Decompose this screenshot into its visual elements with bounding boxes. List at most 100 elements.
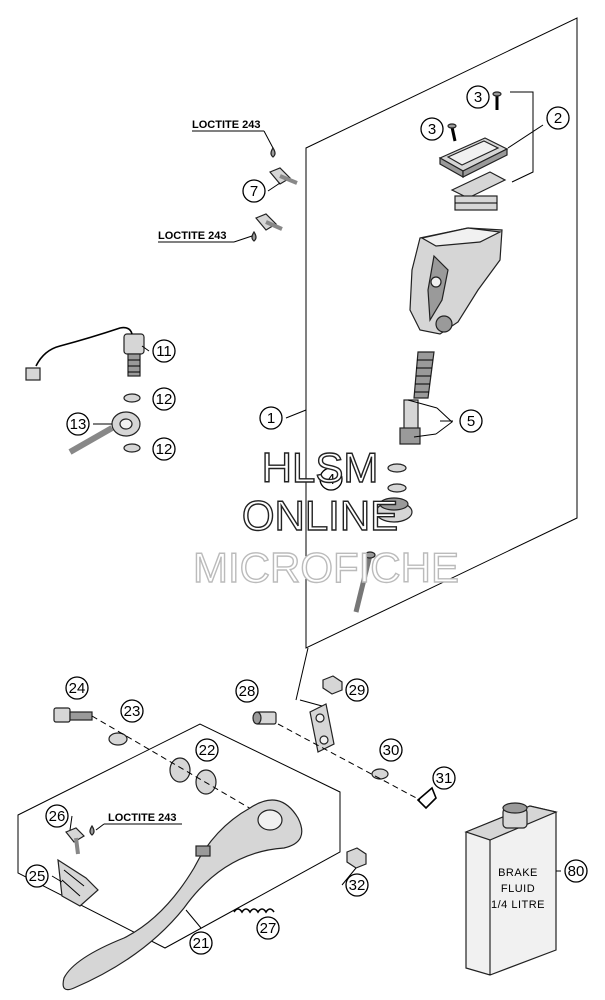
brake-fluid-bottle [464, 802, 558, 976]
callout-c3b: 3 [420, 117, 444, 141]
bolt-7b [255, 213, 283, 231]
callout-number: 12 [156, 441, 173, 458]
callout-c23: 23 [120, 699, 144, 723]
callout-c12a: 12 [152, 387, 176, 411]
loctite-drop-3 [89, 824, 95, 836]
washer-23 [108, 732, 128, 746]
callout-number: 80 [568, 863, 585, 880]
circlip-4 [387, 463, 407, 493]
callout-c2: 2 [546, 106, 570, 130]
callout-c7: 7 [242, 179, 266, 203]
footpeg-tip-25 [57, 858, 99, 907]
callout-number: 1 [267, 410, 275, 427]
bolt-7a [269, 167, 298, 185]
callout-number: 11 [156, 343, 172, 360]
reservoir-membrane [450, 171, 507, 211]
loctite-note-1: LOCTITE 243 [192, 119, 260, 131]
callout-number: 12 [156, 391, 173, 408]
callout-c28: 28 [235, 679, 259, 703]
callout-circle [66, 412, 90, 436]
callout-number: 25 [29, 868, 46, 885]
screw-3b [447, 123, 457, 142]
callout-c3a: 3 [466, 85, 490, 109]
reservoir-cap [438, 137, 509, 179]
callout-circle [420, 117, 444, 141]
bushing-22b [195, 769, 217, 795]
callout-number: 24 [69, 680, 86, 697]
callout-number: 3 [474, 89, 482, 106]
callout-number: 32 [349, 877, 366, 894]
screw-26 [65, 827, 85, 855]
callout-number: 28 [239, 683, 256, 700]
clevis [309, 703, 335, 753]
loctite-drop-2 [251, 230, 257, 242]
callout-c13: 13 [66, 412, 90, 436]
bottle-label-line-3: 1/4 LITRE [491, 899, 545, 911]
callout-circle [432, 766, 456, 790]
bushing-22a [169, 757, 191, 783]
callout-c5: 5 [459, 409, 483, 433]
callout-circle [319, 467, 343, 491]
washer-30 [371, 768, 389, 780]
callout-circle [459, 409, 483, 433]
dust-boot [375, 497, 413, 523]
callout-c22: 22 [195, 738, 219, 762]
brake-hose [68, 411, 141, 455]
watermark-line-3: MICROFICHE [193, 544, 459, 591]
washer-12b [123, 443, 141, 453]
callout-circle [242, 179, 266, 203]
washer-12a [123, 393, 141, 403]
callout-number: 29 [349, 682, 366, 699]
callout-circle [256, 916, 280, 940]
callout-circle [25, 864, 49, 888]
callout-number: 2 [554, 110, 562, 127]
loctite-note-3: LOCTITE 243 [108, 812, 176, 824]
callout-number: 31 [436, 770, 453, 787]
callout-number: 26 [49, 808, 66, 825]
bottle-label-line-1: BRAKE [498, 867, 538, 879]
callout-number: 7 [250, 183, 258, 200]
pivot-bolt-24 [53, 707, 93, 723]
callout-c26: 26 [45, 804, 69, 828]
callout-c32: 32 [345, 873, 369, 897]
callout-circle [379, 738, 403, 762]
piston-spring [413, 351, 435, 399]
callout-circle [152, 339, 176, 363]
callout-c29: 29 [345, 678, 369, 702]
callout-c1: 1 [259, 406, 283, 430]
callout-circle [259, 406, 283, 430]
brake-pedal [62, 799, 303, 991]
callout-number: 3 [428, 121, 436, 138]
callout-number: 5 [467, 413, 475, 430]
callout-number: 22 [199, 742, 216, 759]
callout-circle [120, 699, 144, 723]
screw-3a [492, 91, 502, 110]
callout-number: 21 [193, 935, 210, 952]
loctite-note-2: LOCTITE 243 [158, 230, 226, 242]
callout-c4: 4 [319, 467, 343, 491]
callout-circle [152, 437, 176, 461]
watermark: HLSM ONLINE MICROFICHE [192, 443, 459, 591]
callout-circle [152, 387, 176, 411]
callout-c24: 24 [65, 676, 89, 700]
callout-circle [195, 738, 219, 762]
callout-c30: 30 [379, 738, 403, 762]
callout-circle [466, 85, 490, 109]
brake-pedal-group-outline [17, 723, 341, 949]
bottle-label: BRAKE FLUID 1/4 LITRE [491, 867, 545, 911]
master-cylinder-body [409, 227, 503, 335]
callout-c31: 31 [432, 766, 456, 790]
callout-circle [546, 106, 570, 130]
callout-circle [65, 676, 89, 700]
nut-29 [322, 675, 343, 695]
callout-circle [345, 678, 369, 702]
loctite-drop-1 [270, 146, 276, 158]
bolt-28 [252, 711, 277, 725]
callout-c80: 80 [564, 859, 588, 883]
callout-c12b: 12 [152, 437, 176, 461]
callout-circle [235, 679, 259, 703]
piston [399, 399, 421, 445]
